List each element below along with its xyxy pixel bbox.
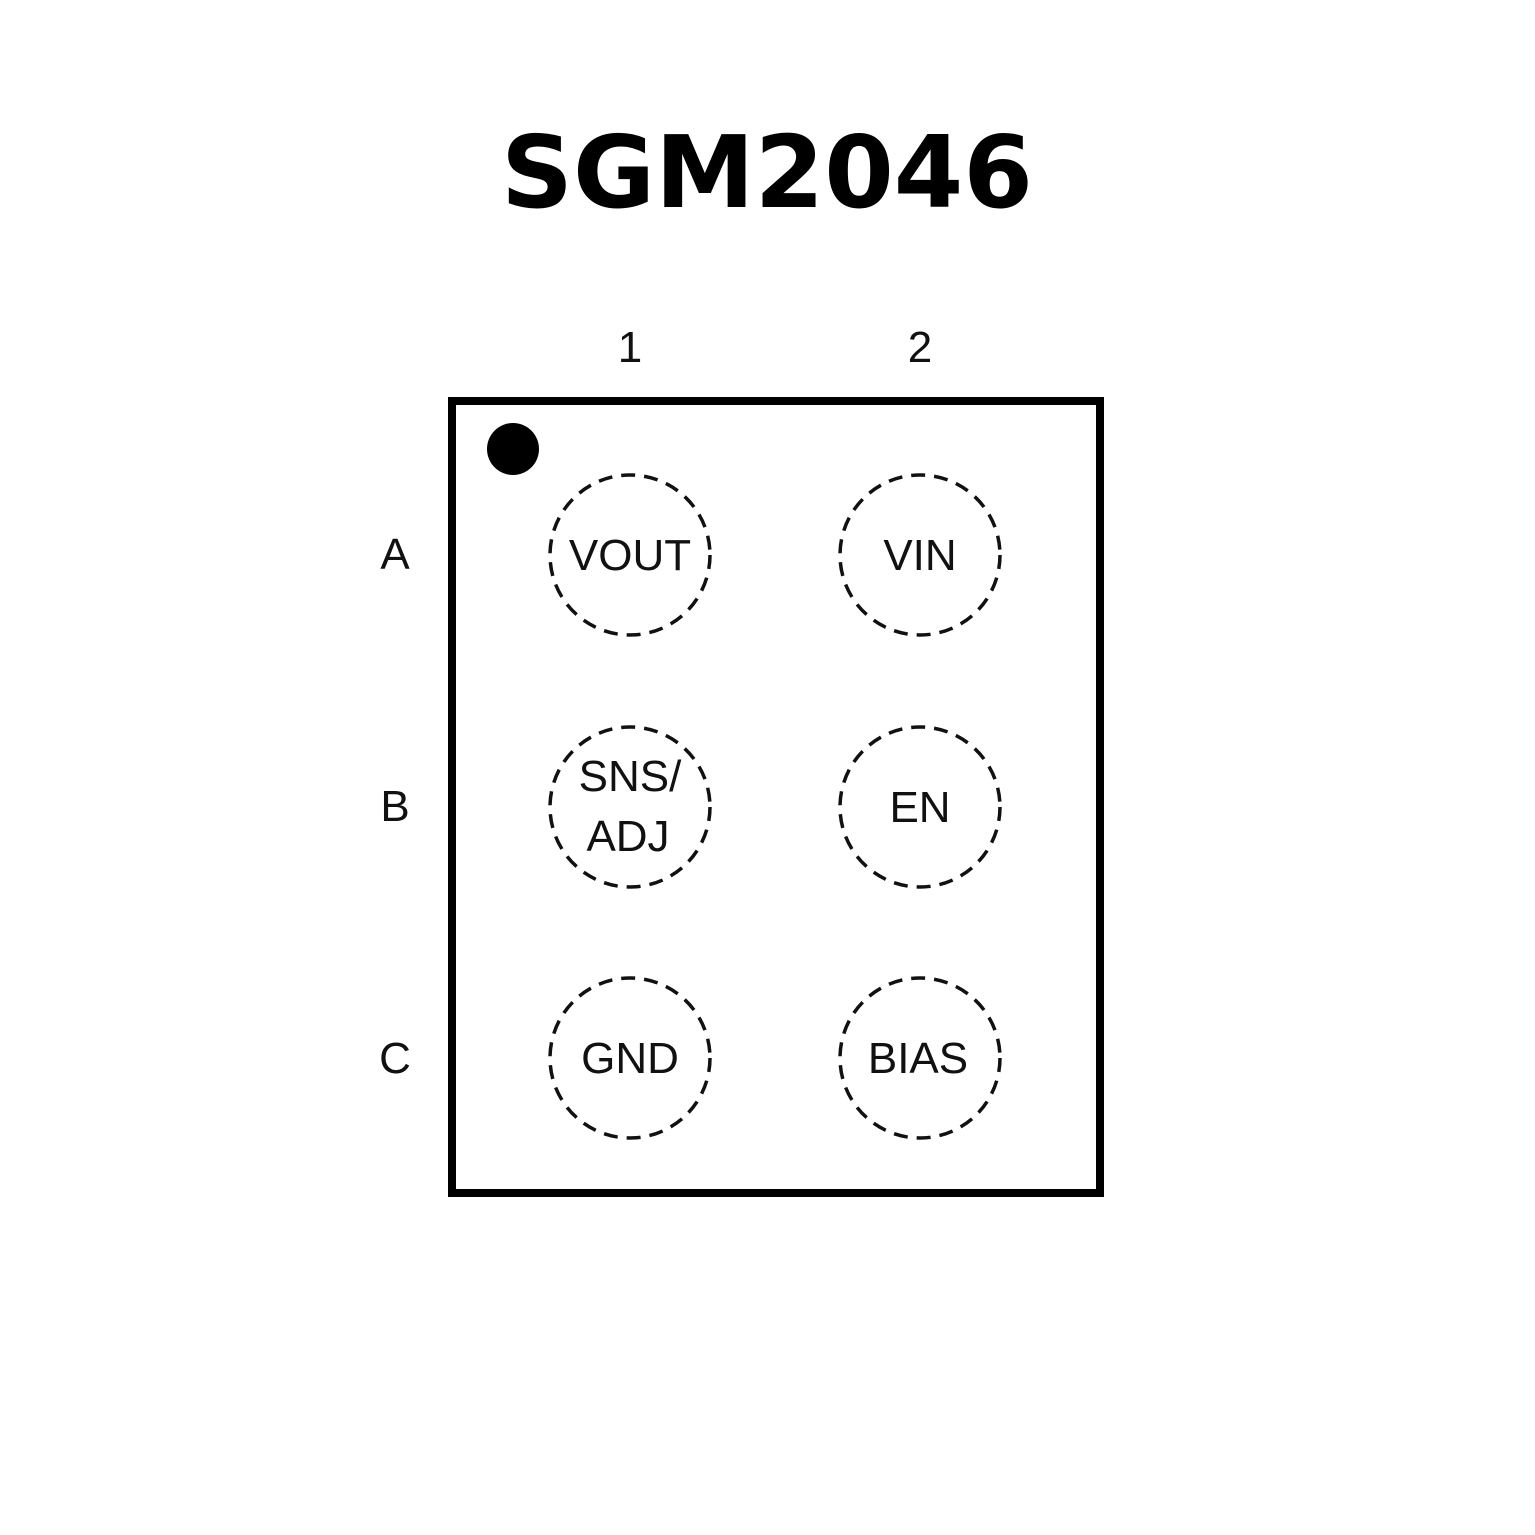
pin1-marker-dot (487, 423, 539, 475)
pin-a2: VIN (838, 473, 1002, 637)
column-label-2: 2 (908, 323, 932, 372)
row-label-a: A (380, 530, 410, 579)
pin-b1: SNS/ ADJ (548, 725, 712, 889)
row-label-b: B (380, 782, 409, 831)
pin-label-line1: SNS/ (579, 752, 682, 801)
package-outline (448, 397, 1104, 1197)
pin-b2: EN (838, 725, 1002, 889)
pin-label: GND (581, 1034, 679, 1083)
column-label-1: 1 (618, 323, 642, 372)
pin-c2: BIAS (838, 976, 1002, 1140)
pin-circle (548, 725, 712, 889)
pin-circle (838, 725, 1002, 889)
pin-circle (548, 976, 712, 1140)
pin-label: VOUT (569, 531, 691, 580)
pin-circle (838, 976, 1002, 1140)
row-label-c: C (379, 1034, 411, 1083)
pin-a1: VOUT (548, 473, 712, 637)
pin-label-line2: ADJ (586, 812, 669, 861)
pin-c1: GND (548, 976, 712, 1140)
pin-circle (548, 473, 712, 637)
pin-label: VIN (883, 531, 956, 580)
pin-label: BIAS (868, 1034, 968, 1083)
part-number-title: SGM2046 (501, 114, 1033, 231)
pin-label: EN (889, 783, 950, 832)
pin-circle (838, 473, 1002, 637)
